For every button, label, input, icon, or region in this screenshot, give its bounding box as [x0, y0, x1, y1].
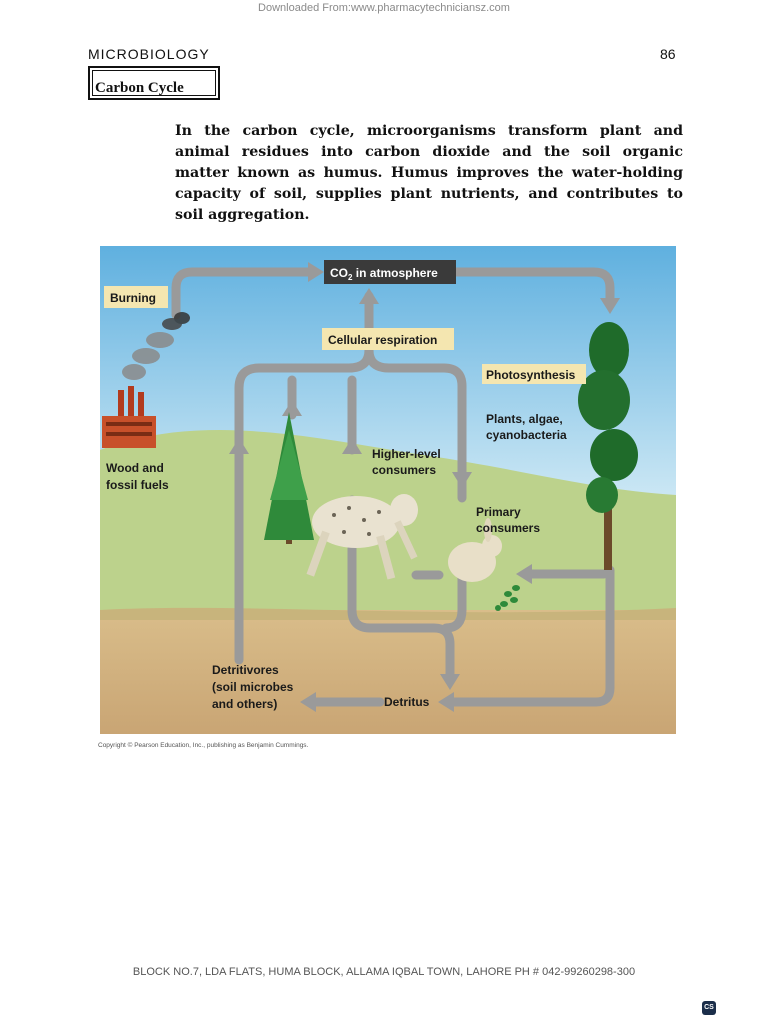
- section-title-box: [88, 66, 220, 100]
- primary-consumers-label-line1: Primary: [476, 505, 521, 519]
- higher-consumers-label-line1: Higher-level: [372, 447, 441, 461]
- bobcat-icon: [306, 494, 418, 580]
- co2-label-suffix: in atmosphere: [352, 266, 438, 280]
- camscanner-badge-icon: CS: [702, 1001, 716, 1015]
- page-footer-address: BLOCK NO.7, LDA FLATS, HUMA BLOCK, ALLAM…: [132, 966, 636, 978]
- svg-text:CO2 in atmosphere: CO2 in atmosphere: [330, 266, 438, 282]
- plant-sprig-icon: [495, 585, 520, 611]
- detritivores-label-line2: (soil microbes: [212, 680, 294, 694]
- conifer-tree-icon: [264, 412, 314, 544]
- higher-consumers-label-line2: consumers: [372, 463, 436, 477]
- wood-fossil-fuels-label-line2: fossil fuels: [106, 478, 169, 492]
- page-number: 86: [660, 46, 676, 62]
- factory-icon: [102, 386, 156, 448]
- section-title: Carbon Cycle: [95, 80, 184, 96]
- primary-consumers-label-line2: consumers: [476, 521, 540, 535]
- cellular-respiration-label: Cellular respiration: [328, 333, 437, 347]
- wood-fossil-fuels-label-line1: Wood and: [106, 461, 164, 475]
- figure-copyright: Copyright © Pearson Education, Inc., pub…: [98, 742, 309, 749]
- plants-label-line2: cyanobacteria: [486, 428, 567, 442]
- photosynthesis-label: Photosynthesis: [486, 368, 576, 382]
- plants-label-line1: Plants, algae,: [486, 412, 563, 426]
- detritivores-label-line1: Detritivores: [212, 663, 279, 677]
- co2-label-subscript: 2: [348, 273, 353, 282]
- rabbit-icon: [448, 518, 502, 582]
- intro-paragraph: In the carbon cycle, microorganisms tran…: [175, 123, 683, 223]
- tree-icon: [578, 322, 638, 570]
- co2-label-prefix: CO: [330, 266, 348, 280]
- download-watermark: Downloaded From:www.pharmacytechniciansz…: [258, 2, 510, 14]
- detritivores-label-line3: and others): [212, 697, 277, 711]
- smoke-icon: [122, 312, 190, 380]
- detritus-label: Detritus: [384, 695, 430, 709]
- running-header-subject: MICROBIOLOGY: [88, 46, 210, 62]
- burning-label: Burning: [110, 291, 156, 305]
- carbon-cycle-diagram: CO2 in atmosphere Burning Cellular respi…: [94, 240, 682, 740]
